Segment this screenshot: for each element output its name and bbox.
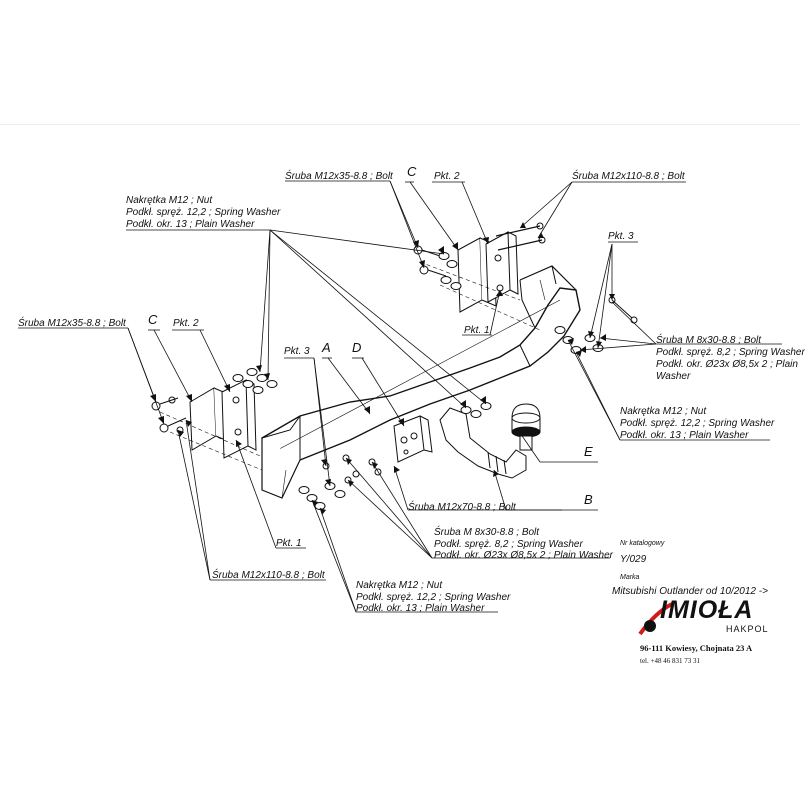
label-pkt2-left: Pkt. 2	[173, 318, 199, 329]
nut-group-bottom-line2: Podkł. spręż. 12,2 ; Spring Washer	[356, 592, 511, 603]
bolt-group-right-line2: Podkł. spręż. 8,2 ; Spring Washer	[656, 347, 805, 358]
bolt-group-right-line4: Washer	[656, 371, 691, 382]
label-bolt-m12x110-bottom: Śruba M12x110-8.8 ; Bolt	[212, 570, 325, 581]
vehicle-model: Mitsubishi Outlander od 10/2012 ->	[612, 586, 768, 597]
catalog-number: Y/029	[620, 554, 647, 565]
callout-c-left: C	[148, 312, 158, 327]
nut-group-right-line1: Nakrętka M12 ; Nut	[620, 406, 707, 417]
brand-phone: tel. +48 46 831 73 31	[640, 657, 700, 665]
label-pkt1-top: Pkt. 1	[464, 325, 490, 336]
bottom-hardware	[298, 402, 492, 510]
callout-c-top: C	[407, 164, 417, 179]
bolt-group-bottom-line2: Podkł. spręż. 8,2 ; Spring Washer	[434, 539, 583, 550]
cross-beam	[261, 265, 581, 499]
label-pkt2-top: Pkt. 2	[434, 171, 460, 182]
nut-group-top-line1: Nakrętka M12 ; Nut	[126, 195, 213, 206]
label-bolt-m12x110-top: Śruba M12x110-8.8 ; Bolt	[572, 171, 685, 182]
top-divider	[0, 124, 800, 125]
leader-arrowheads	[150, 222, 615, 515]
left-bolts	[151, 396, 187, 434]
socket-plate	[393, 415, 433, 463]
nut-group-right-line3: Podkł. okr. 13 ; Plain Washer	[620, 430, 749, 441]
nut-group-top-line3: Podkł. okr. 13 ; Plain Washer	[126, 219, 255, 230]
nut-group-top-line2: Podkł. spręż. 12,2 ; Spring Washer	[126, 207, 281, 218]
top-hardware	[413, 222, 546, 290]
label-bolt-m12x35-left: Śruba M12x35-8.8 ; Bolt	[18, 318, 126, 329]
callout-d: D	[352, 340, 362, 355]
left-nuts	[232, 368, 278, 394]
bolt-group-bottom-line3: Podkł. okr. Ø23x Ø8,5x 2 ; Plain Washer	[434, 550, 613, 561]
nut-group-right-line2: Podkł. spręż. 12,2 ; Spring Washer	[620, 418, 775, 429]
label-pkt1-bottom: Pkt. 1	[276, 538, 302, 549]
tow-ball-neck	[439, 407, 527, 479]
make-label: Marka	[620, 574, 640, 581]
callout-a: A	[322, 340, 331, 355]
catalog-label: Nr katalogowy	[620, 540, 665, 547]
top-mounting-plates	[419, 231, 541, 331]
brand-sub: HAKPOL	[726, 624, 769, 634]
label-bolt-m12x35-top: Śruba M12x35-8.8 ; Bolt	[285, 171, 393, 182]
brand-name: IMIOŁA	[660, 596, 754, 624]
bolt-group-right-line3: Podkł. okr. Ø23x Ø8,5x 2 ; Plain	[656, 359, 798, 370]
bolt-group-right-line1: Śruba M 8x30-8.8 ; Bolt	[656, 335, 762, 346]
brand-address: 96-111 Kowiesy, Chojnata 23 A	[640, 643, 753, 653]
callout-b: B	[584, 492, 593, 507]
tow-ball	[511, 403, 541, 451]
nut-group-bottom-line3: Podkł. okr. 13 ; Plain Washer	[356, 603, 485, 614]
leader-lines	[18, 180, 782, 613]
label-pkt3-right: Pkt. 3	[608, 231, 634, 242]
callout-e: E	[584, 444, 593, 459]
label-pkt3-left: Pkt. 3	[284, 346, 310, 357]
nut-group-bottom-line1: Nakrętka M12 ; Nut	[356, 580, 443, 591]
left-mounting-plates	[159, 379, 263, 471]
brand-logo-mark	[638, 602, 673, 636]
label-bolt-m12x70: Śruba M12x70-8.8 ; Bolt	[408, 502, 516, 513]
bolt-group-bottom-line1: Śruba M 8x30-8.8 ; Bolt	[434, 527, 540, 538]
